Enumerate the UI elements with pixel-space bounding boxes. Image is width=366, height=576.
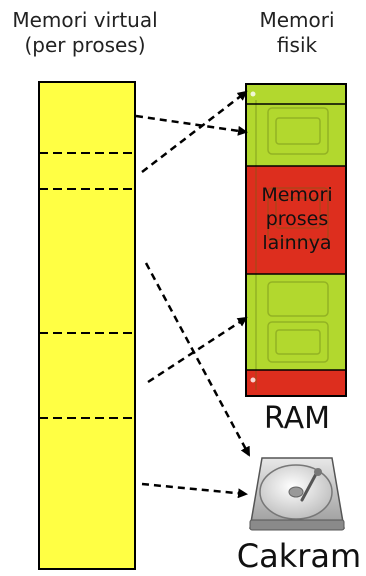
arrow-page5-to-disk xyxy=(141,482,248,499)
ram-segment-green-lower xyxy=(246,274,346,370)
other-process-line3: lainnya xyxy=(262,231,332,254)
arrow-page1-to-ram xyxy=(135,114,248,136)
ram-segment-red-bottom xyxy=(246,370,346,396)
ram-segment-red-other xyxy=(246,166,346,274)
physical-memory-title-line1: Memori xyxy=(259,8,335,32)
virtual-memory-block xyxy=(38,81,136,570)
arrow-page2-to-ram xyxy=(141,90,248,173)
virtual-memory-title-line2: (per proses) xyxy=(24,33,146,57)
virtual-memory-title: Memori virtual (per proses) xyxy=(0,8,170,58)
physical-memory-block xyxy=(245,83,347,397)
ram-segment-green-upper xyxy=(246,104,346,166)
ram-chip-icon xyxy=(255,100,329,390)
other-process-memory-label: Memori proses lainnya xyxy=(246,184,348,255)
virtual-memory-title-line1: Memori virtual xyxy=(12,8,158,32)
mapping-arrows xyxy=(135,90,251,499)
hard-disk-icon xyxy=(249,457,345,531)
physical-memory-title: Memori fisik xyxy=(246,8,348,58)
physical-memory-title-line2: fisik xyxy=(276,33,318,57)
other-process-line2: proses xyxy=(265,207,329,230)
ram-label: RAM xyxy=(263,401,331,436)
arrow-page-to-disk xyxy=(144,262,251,457)
ram-segment-green-top xyxy=(246,84,346,104)
disk-label: Cakram xyxy=(236,537,362,575)
arrow-page3-to-ram xyxy=(147,316,248,384)
other-process-line1: Memori xyxy=(261,184,333,206)
